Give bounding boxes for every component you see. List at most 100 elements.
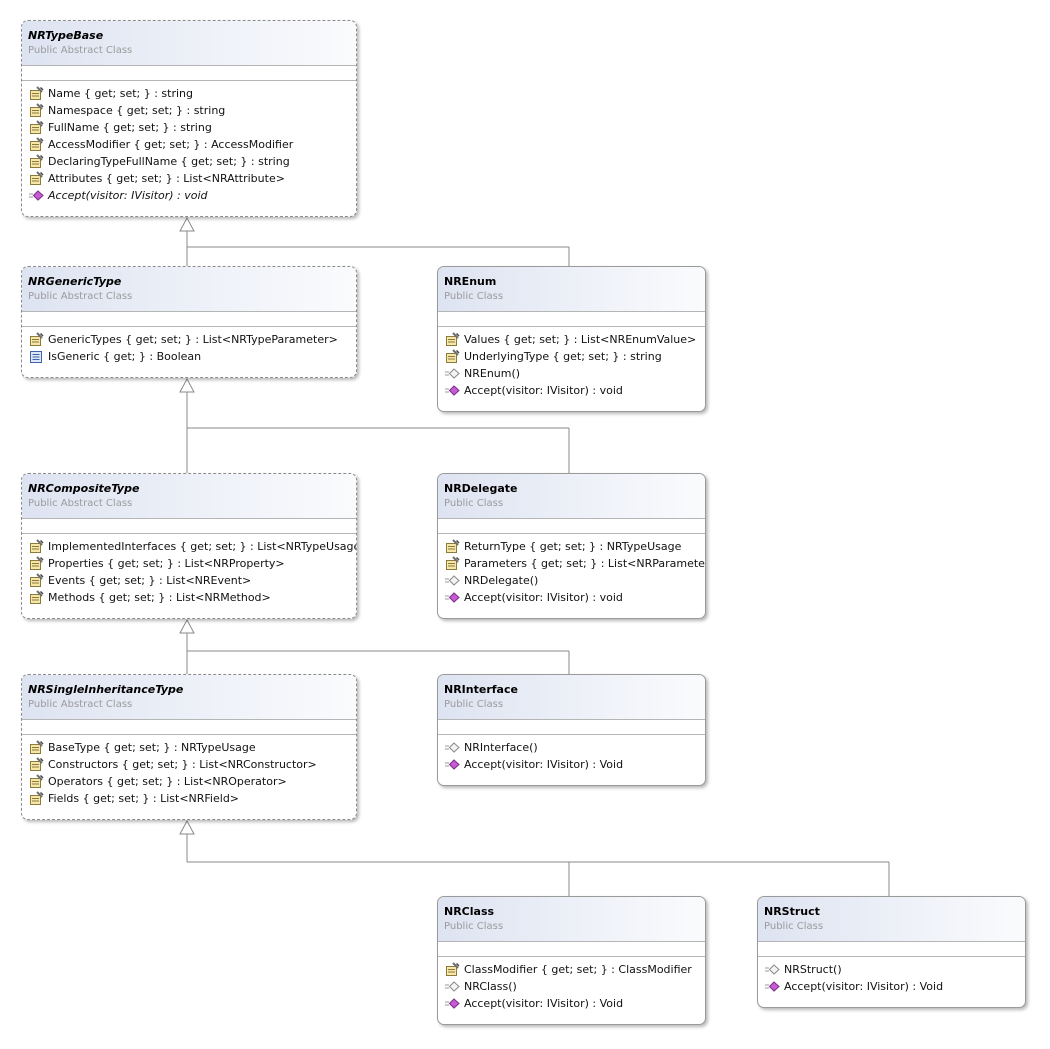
class-stereotype: Public Class [444, 699, 504, 710]
member-signature: NRStruct() [784, 963, 842, 976]
member-row[interactable]: Accept(visitor: IVisitor) : void [28, 187, 356, 204]
member-row[interactable]: Values { get; set; } : List<NREnumValue> [444, 331, 705, 348]
member-row[interactable]: Accept(visitor: IVisitor) : Void [444, 756, 705, 773]
member-signature: Values { get; set; } : List<NREnumValue> [464, 333, 697, 346]
property-icon [28, 572, 44, 589]
member-signature: NRDelegate() [464, 574, 539, 587]
member-row[interactable]: Accept(visitor: IVisitor) : void [444, 382, 705, 399]
members-compartment: ImplementedInterfaces { get; set; } : Li… [22, 534, 356, 610]
member-row[interactable]: Constructors { get; set; } : List<NRCons… [28, 756, 356, 773]
member-row[interactable]: DeclaringTypeFullName { get; set; } : st… [28, 153, 356, 170]
member-row[interactable]: ReturnType { get; set; } : NRTypeUsage [444, 538, 705, 555]
class-name: NRGenericType [28, 275, 122, 288]
property-icon [28, 119, 44, 136]
class-stereotype: Public Abstract Class [28, 699, 133, 710]
member-signature: Fields { get; set; } : List<NRField> [48, 792, 240, 805]
member-signature: Parameters { get; set; } : List<NRParame… [464, 557, 706, 570]
property-icon [28, 170, 44, 187]
class-stereotype: Public Class [444, 921, 504, 932]
readonly-property-icon [28, 349, 44, 365]
members-compartment: GenericTypes { get; set; } : List<NRType… [22, 327, 356, 369]
member-signature: Accept(visitor: IVisitor) : void [464, 591, 623, 604]
member-signature: GenericTypes { get; set; } : List<NRType… [48, 333, 338, 346]
member-row[interactable]: NRClass() [444, 978, 705, 995]
fields-compartment [438, 519, 705, 534]
member-row[interactable]: Events { get; set; } : List<NREvent> [28, 572, 356, 589]
member-row[interactable]: Accept(visitor: IVisitor) : Void [764, 978, 1025, 995]
member-row[interactable]: GenericTypes { get; set; } : List<NRType… [28, 331, 356, 348]
fields-compartment [22, 720, 356, 735]
property-icon [28, 756, 44, 773]
member-signature: Accept(visitor: IVisitor) : void [464, 384, 623, 397]
fields-compartment [438, 942, 705, 957]
member-row[interactable]: NRInterface() [444, 739, 705, 756]
property-icon [444, 348, 460, 365]
member-row[interactable]: IsGeneric { get; } : Boolean [28, 348, 356, 365]
class-name: NRInterface [444, 683, 518, 696]
property-icon [444, 331, 460, 348]
member-signature: ImplementedInterfaces { get; set; } : Li… [48, 540, 357, 553]
member-row[interactable]: AccessModifier { get; set; } : AccessMod… [28, 136, 356, 153]
generalization-arrowhead [179, 377, 195, 393]
member-row[interactable]: Methods { get; set; } : List<NRMethod> [28, 589, 356, 606]
class-name: NREnum [444, 275, 497, 288]
member-signature: DeclaringTypeFullName { get; set; } : st… [48, 155, 290, 168]
fields-compartment [438, 720, 705, 735]
class-name: NRClass [444, 905, 495, 918]
members-compartment: NRStruct() Accept(visitor: IVisitor) : Vo… [758, 957, 1025, 999]
property-icon [444, 555, 460, 572]
member-row[interactable]: NRDelegate() [444, 572, 705, 589]
class-stereotype: Public Class [764, 921, 824, 932]
property-icon [28, 773, 44, 790]
member-signature: Accept(visitor: IVisitor) : Void [784, 980, 944, 993]
constructor-icon [444, 573, 460, 589]
member-signature: Accept(visitor: IVisitor) : void [48, 189, 208, 202]
member-row[interactable]: Operators { get; set; } : List<NROperato… [28, 773, 356, 790]
member-row[interactable]: Properties { get; set; } : List<NRProper… [28, 555, 356, 572]
member-signature: AccessModifier { get; set; } : AccessMod… [48, 138, 294, 151]
property-icon [28, 136, 44, 153]
member-row[interactable]: NREnum() [444, 365, 705, 382]
member-row[interactable]: Parameters { get; set; } : List<NRParame… [444, 555, 705, 572]
method-icon [444, 757, 460, 773]
member-row[interactable]: ImplementedInterfaces { get; set; } : Li… [28, 538, 356, 555]
property-icon [28, 538, 44, 555]
class-stereotype: Public Abstract Class [28, 291, 133, 302]
member-row[interactable]: BaseType { get; set; } : NRTypeUsage [28, 739, 356, 756]
member-row[interactable]: Fields { get; set; } : List<NRField> [28, 790, 356, 807]
member-row[interactable]: Accept(visitor: IVisitor) : Void [444, 995, 705, 1012]
member-signature: Name { get; set; } : string [48, 87, 193, 100]
member-row[interactable]: Namespace { get; set; } : string [28, 102, 356, 119]
members-compartment: Values { get; set; } : List<NREnumValue>… [438, 327, 705, 403]
member-row[interactable]: Attributes { get; set; } : List<NRAttrib… [28, 170, 356, 187]
class-stereotype: Public Class [444, 291, 504, 302]
fields-compartment [22, 312, 356, 327]
property-icon [444, 961, 460, 978]
member-row[interactable]: UnderlyingType { get; set; } : string [444, 348, 705, 365]
class-name: NRCompositeType [28, 482, 140, 495]
member-row[interactable]: NRStruct() [764, 961, 1025, 978]
member-row[interactable]: FullName { get; set; } : string [28, 119, 356, 136]
property-icon [444, 538, 460, 555]
member-row[interactable]: ClassModifier { get; set; } : ClassModif… [444, 961, 705, 978]
member-row[interactable]: Accept(visitor: IVisitor) : void [444, 589, 705, 606]
member-row[interactable]: Name { get; set; } : string [28, 85, 356, 102]
constructor-icon [444, 366, 460, 382]
